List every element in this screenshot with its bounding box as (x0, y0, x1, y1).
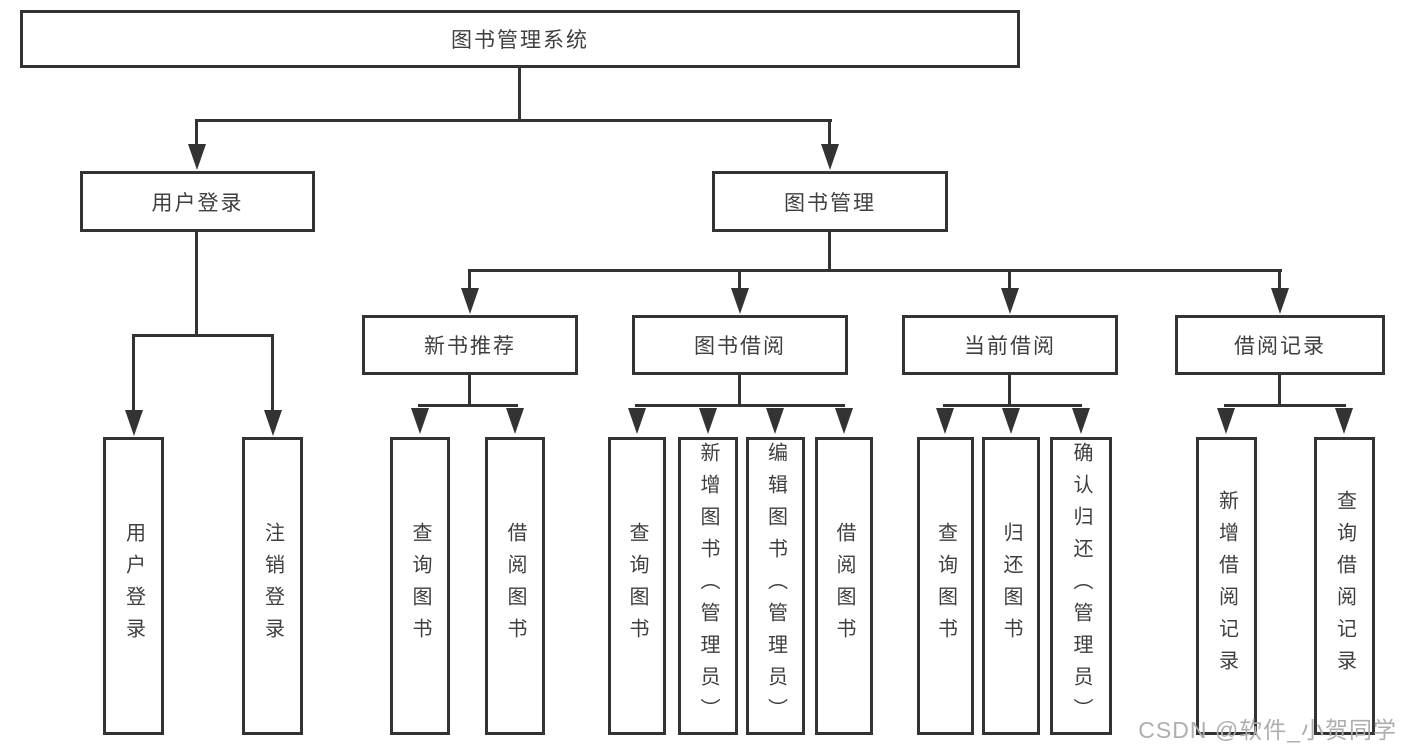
node-leaf-confirm-return-admin: 确认归还（管理员） (1050, 437, 1112, 735)
node-leaf-add-books-admin: 新增图书（管理员） (678, 437, 738, 735)
node-current-borrowing: 当前借阅 (902, 315, 1118, 375)
connector-line (468, 269, 1282, 272)
arrow-down-icon (1002, 408, 1020, 434)
node-leaf-user-login: 用户登录 (103, 437, 164, 735)
connector-line (468, 269, 471, 290)
connector-line (132, 334, 274, 337)
arrow-down-icon (188, 144, 206, 170)
node-leaf-add-borrow-record: 新增借阅记录 (1196, 437, 1257, 735)
node-label: 查询图书 (626, 522, 648, 650)
node-label: 编辑图书（管理员） (764, 442, 787, 730)
connector-line (943, 404, 1082, 407)
connector-line (738, 269, 741, 290)
arrow-down-icon (1217, 408, 1235, 434)
arrow-down-icon (1072, 408, 1090, 434)
node-user-login: 用户登录 (80, 171, 315, 232)
arrow-down-icon (125, 410, 143, 436)
connector-line (1008, 373, 1011, 406)
node-label: 借阅图书 (833, 522, 855, 650)
connector-line (132, 334, 135, 411)
arrow-down-icon (731, 288, 749, 314)
connector-line (1008, 269, 1011, 290)
connector-line (195, 119, 198, 147)
connector-line (195, 230, 198, 337)
arrow-down-icon (699, 408, 717, 434)
node-leaf-query-books-current: 查询图书 (917, 437, 974, 735)
node-label: 当前借阅 (964, 335, 1056, 358)
node-label: 借阅图书 (504, 522, 526, 650)
connector-line (418, 404, 518, 407)
arrow-down-icon (936, 408, 954, 434)
connector-line (195, 119, 832, 122)
connector-line (1278, 373, 1281, 406)
node-label: 用户登录 (151, 191, 244, 215)
node-leaf-borrow-books-recommend: 借阅图书 (485, 437, 545, 735)
connector-line (518, 66, 521, 122)
connector-line (828, 119, 831, 147)
connector-line (828, 230, 831, 272)
node-label: 新增借阅记录 (1215, 490, 1238, 682)
node-label: 图书管理 (784, 191, 876, 215)
connector-line (1278, 269, 1281, 290)
node-leaf-edit-books-admin: 编辑图书（管理员） (746, 437, 805, 735)
connector-line (1224, 404, 1346, 407)
node-leaf-query-books-borrowing: 查询图书 (608, 437, 666, 735)
node-label: 借阅记录 (1234, 335, 1326, 358)
arrow-down-icon (1335, 408, 1353, 434)
node-book-management: 图书管理 (712, 171, 948, 232)
node-leaf-query-books-recommend: 查询图书 (390, 437, 450, 735)
arrow-down-icon (835, 408, 853, 434)
arrow-down-icon (1271, 288, 1289, 314)
node-leaf-return-books: 归还图书 (982, 437, 1040, 735)
node-leaf-logout: 注销登录 (242, 437, 303, 735)
node-borrowing-records: 借阅记录 (1175, 315, 1385, 375)
node-label: 查询图书 (934, 522, 957, 650)
arrow-down-icon (264, 410, 282, 436)
connector-line (635, 404, 845, 407)
node-root-label: 图书管理系统 (451, 29, 589, 52)
arrow-down-icon (766, 408, 784, 434)
arrow-down-icon (411, 408, 429, 434)
node-label: 确认归还（管理员） (1070, 442, 1092, 730)
arrow-down-icon (628, 408, 646, 434)
csdn-watermark: CSDN @软件_小贺同学 (1138, 717, 1397, 743)
node-label: 查询图书 (409, 522, 431, 650)
node-label: 查询借阅记录 (1333, 490, 1356, 682)
connector-line (738, 373, 741, 406)
node-root: 图书管理系统 (20, 10, 1020, 68)
node-new-book-recommend: 新书推荐 (362, 315, 578, 375)
node-leaf-query-borrow-record: 查询借阅记录 (1314, 437, 1375, 735)
node-label: 图书借阅 (694, 335, 786, 358)
node-book-borrowing: 图书借阅 (632, 315, 848, 375)
arrow-down-icon (1001, 288, 1019, 314)
connector-line (271, 334, 274, 411)
node-label: 用户登录 (122, 522, 145, 650)
connector-line (468, 373, 471, 406)
arrow-down-icon (461, 288, 479, 314)
node-label: 新书推荐 (424, 335, 516, 358)
node-label: 注销登录 (261, 522, 284, 650)
arrow-down-icon (821, 144, 839, 170)
arrow-down-icon (506, 408, 524, 434)
node-label: 归还图书 (1000, 522, 1022, 650)
node-leaf-borrow-books: 借阅图书 (815, 437, 873, 735)
node-label: 新增图书（管理员） (697, 442, 719, 730)
